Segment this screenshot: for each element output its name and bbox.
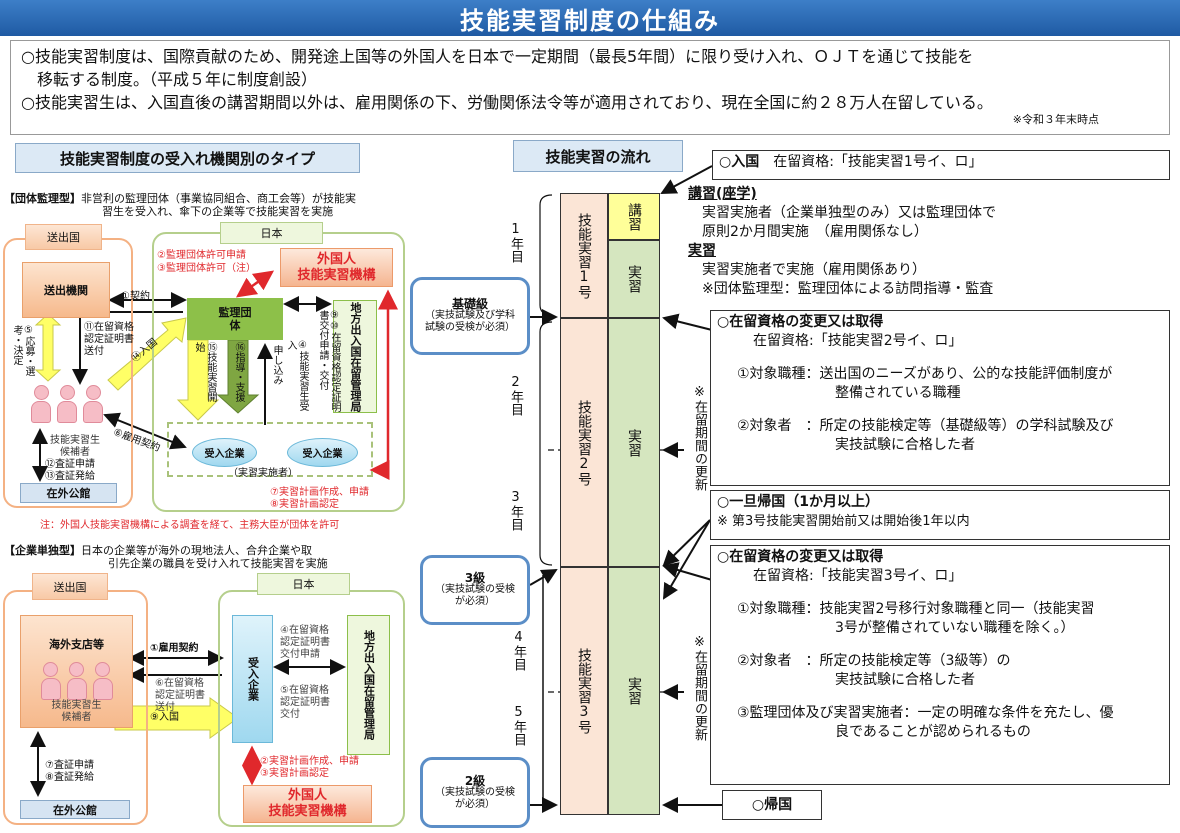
lecture-cell: 講習: [608, 193, 660, 240]
step-label: ③実習計画認定: [260, 768, 329, 779]
year-label: 4年目: [511, 630, 526, 671]
year-label: 2年目: [508, 375, 523, 416]
sending-country-label: 送出国: [32, 573, 108, 600]
change-status-2-box: ○在留資格の変更又は取得 在留資格:「技能実習2号イ、ロ」 ①対象職種：送出国の…: [710, 310, 1170, 486]
arrow-corp-entry: [114, 697, 239, 739]
step-label: ⑯指導・支援: [233, 342, 244, 402]
host-company: 受入企業: [192, 438, 257, 467]
step-label: ⑧実習計画認定: [270, 499, 339, 510]
step-label: ⑪在留資格認定証明書送付: [84, 322, 134, 357]
intro-line: 移転する制度。（平成５年に制度創設）: [21, 70, 318, 89]
immigration-bureau: 地方出入国在留管理局: [347, 615, 390, 755]
page-title: 技能実習制度の仕組み: [0, 0, 1180, 36]
lecture-desc: 講習(座学) 実習実施者（企業単独型のみ）又は監理団体で 原則2か月間実施 （雇…: [688, 186, 996, 297]
step-label: ⑦査証申請: [45, 760, 94, 771]
step-label: ⑨⑩在留資格認定証明書交付申請・交付: [317, 310, 340, 412]
host-company: 受入企業: [287, 438, 358, 467]
step-label: ⑥在留資格認定証明書送付: [155, 678, 205, 713]
level-3: 3級（実技試験の受検が必須）: [420, 555, 530, 625]
stage-2: 技能実習2号: [560, 318, 608, 567]
entry-box: ○入国 在留資格:「技能実習1号イ、ロ」: [712, 150, 1170, 180]
sending-country-label: 送出国: [25, 224, 102, 250]
arrow-entry: [107, 317, 187, 391]
stage-1: 技能実習1号: [560, 193, 608, 318]
step-label: ⑬査証発給: [45, 471, 95, 482]
candidates-label: 技能実習生候補者: [50, 435, 100, 458]
japan-label: 日本: [257, 573, 350, 595]
renewal-note: ※在留期間の更新: [692, 385, 707, 491]
step-label: ③監理団体許可（注）: [157, 263, 256, 274]
overseas-branch: 海外支店等 技能実習生候補者: [20, 615, 133, 728]
otit-organization: 外国人技能実習機構: [280, 248, 393, 287]
immigration-bureau: 地方出入国在留管理局: [333, 300, 377, 413]
step-label: ①契約: [121, 291, 150, 302]
step-label: ⑫査証申請: [45, 459, 95, 470]
change-status-3-box: ○在留資格の変更又は取得 在留資格:「技能実習3号イ、ロ」 ①対象職種：技能実習…: [710, 545, 1170, 785]
flow-header: 技能実習の流れ: [513, 140, 683, 172]
step-label: 申し込み: [271, 345, 282, 385]
temporary-return-box: ○一旦帰国（1か月以上）※ 第3号技能実習開始前又は開始後1年以内: [710, 490, 1170, 540]
step-label: ①雇用契約: [150, 643, 199, 654]
corp-type-desc: 【企業単独型】日本の企業等が海外の現地法人、合弁企業や取引先企業の職員を受け入れ…: [4, 544, 328, 570]
renewal-note: ※在留期間の更新: [692, 635, 707, 741]
stage-3: 技能実習3号: [560, 567, 608, 815]
implementer-label: （実習実施者）: [228, 468, 298, 479]
intro-box: ○技能実習制度は、国際貢献のため、開発途上国等の外国人を日本で一定期間（最長5年…: [10, 40, 1170, 135]
return-home-box: ○帰国: [722, 790, 822, 820]
arrow-training-start: [176, 339, 220, 421]
step-label: ⑮技能実習開始: [193, 342, 216, 402]
arrow-kikou-plan: [369, 289, 398, 480]
group-note: 注：外国人技能実習機構による調査を経て、主務大臣が団体を許可: [40, 520, 340, 531]
supervising-organization: 監理団体: [187, 298, 283, 340]
step-label: ⑧査証発給: [45, 772, 94, 783]
left-header: 技能実習制度の受入れ機関別のタイプ: [15, 143, 360, 173]
arrow-kikou-permit: [235, 270, 275, 298]
step-label: ②監理団体許可申請: [157, 250, 246, 261]
candidates-icon: [28, 385, 106, 423]
step-label: ⑤在留資格認定証明書交付: [280, 685, 330, 720]
implementer-group: [167, 422, 373, 477]
year-label: 3年目: [508, 490, 523, 531]
group-type-desc: 【団体監理型】非営利の監理団体（事業協同組合、商工会等）が技能実習生を受入れ、傘…: [4, 192, 356, 218]
arrow-guidance: [216, 339, 260, 414]
step-label: ④技能実習生受入: [285, 340, 308, 411]
practice-cell: 実習: [608, 240, 660, 318]
year-label: 5年目: [511, 705, 526, 746]
arrow-employment: [103, 412, 187, 450]
year-label: 1年目: [508, 222, 523, 263]
practice-cell: 実習: [608, 318, 660, 567]
level-basic: 基礎級（実技試験及び学科試験の受検が必須）: [410, 277, 530, 355]
level-2: 2級（実技試験の受検が必須）: [420, 757, 530, 828]
arrow-recruit: [34, 313, 62, 382]
host-company: 受入企業: [232, 615, 273, 743]
intro-line: ○技能実習生は、入国直後の講習期間以外は、雇用関係の下、労働関係法令等が適用され…: [21, 93, 993, 112]
japan-label: 日本: [220, 222, 323, 244]
step-label: ⑨入国: [150, 712, 179, 723]
step-label: ④在留資格認定証明書交付申請: [280, 625, 330, 660]
otit-organization: 外国人技能実習機構: [243, 785, 372, 823]
embassy: 在外公館: [20, 483, 117, 503]
step-label: ②実習計画作成、申請: [260, 756, 359, 767]
intro-note: ※令和３年末時点: [1012, 113, 1099, 126]
step-label: ⑤応募・選考・決定: [11, 325, 34, 376]
practice-cell: 実習: [608, 567, 660, 815]
step-label: ⑦実習計画作成、申請: [270, 487, 369, 498]
intro-line: ○技能実習制度は、国際貢献のため、開発途上国等の外国人を日本で一定期間（最長5年…: [21, 47, 974, 66]
embassy: 在外公館: [20, 800, 130, 819]
sending-organization: 送出機関: [22, 262, 110, 318]
